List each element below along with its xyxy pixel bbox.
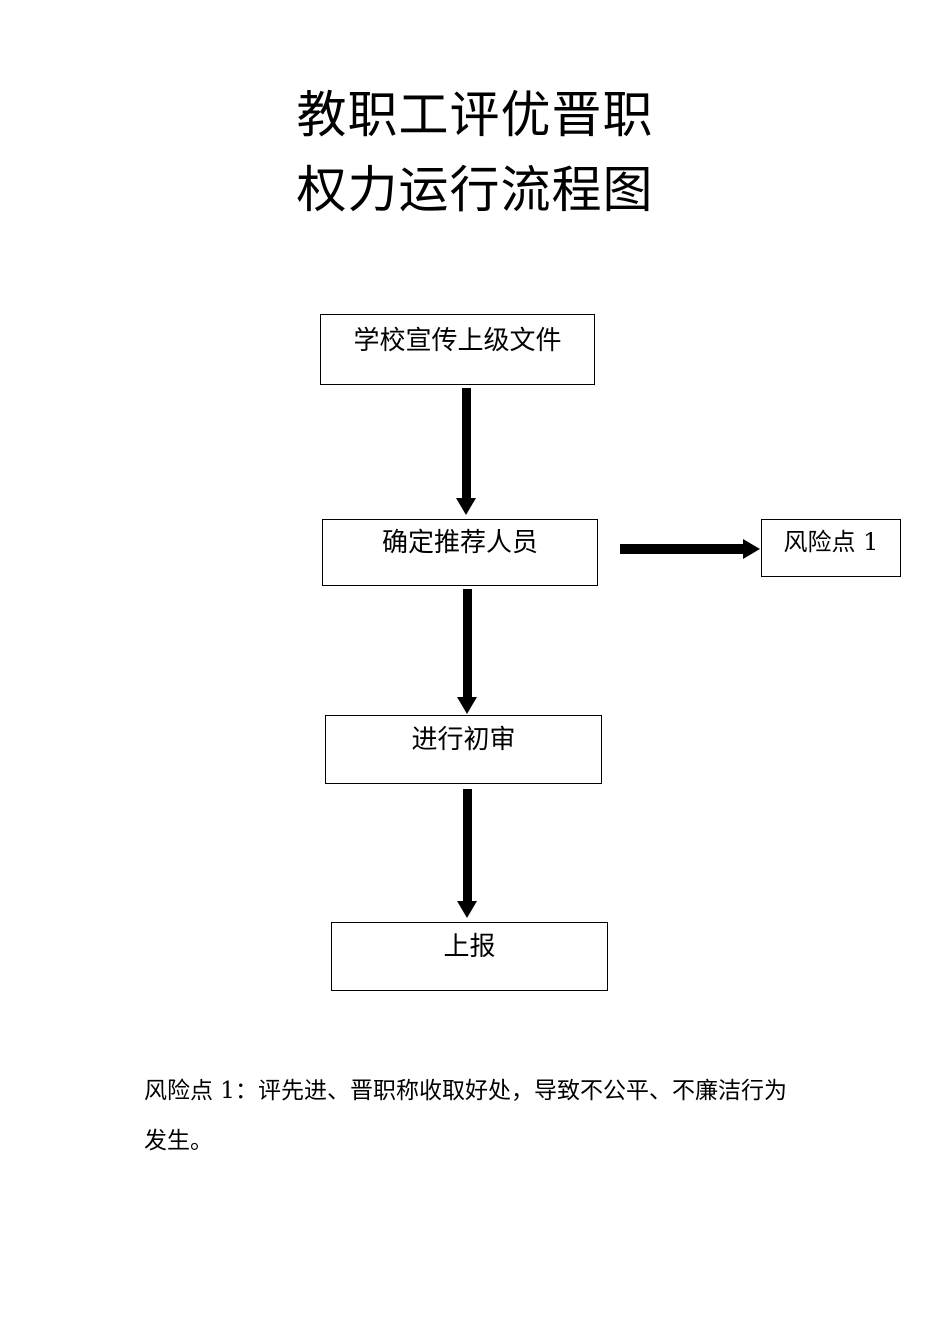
flow-node-recommend-label: 确定推荐人员 — [381, 528, 538, 558]
flow-node-risk-point-1: 风险点 1 — [761, 519, 901, 577]
risk-point-footnote-line-1: 风险点 1：评先进、晋职称收取好处，导致不公平、不廉洁行为 — [144, 1078, 787, 1104]
flow-node-notice-label: 学校宣传上级文件 — [353, 326, 562, 356]
flow-node-recommend: 确定推荐人员 — [322, 519, 598, 586]
flow-node-notice: 学校宣传上级文件 — [320, 314, 595, 385]
page-title-line-1: 教职工评优晋职 — [296, 86, 654, 144]
page-title: 教职工评优晋职 权力运行流程图 — [0, 78, 950, 228]
arrow-head — [456, 498, 476, 515]
arrow-shaft — [620, 544, 745, 554]
flow-node-risk-point-1-label: 风险点 1 — [783, 528, 879, 556]
risk-point-footnote-line-2: 发生。 — [144, 1128, 213, 1154]
arrow-shaft — [462, 789, 472, 903]
arrow-head — [457, 697, 477, 714]
flow-node-report: 上报 — [331, 922, 608, 991]
arrow-shaft — [461, 388, 471, 500]
page-title-line-2: 权力运行流程图 — [296, 161, 654, 219]
flow-node-report-label: 上报 — [443, 932, 496, 962]
flow-node-review: 进行初审 — [325, 715, 602, 784]
flow-node-review-label: 进行初审 — [411, 725, 516, 755]
arrow-head — [743, 539, 760, 559]
arrow-head — [457, 901, 477, 918]
arrow-shaft — [462, 589, 472, 699]
risk-point-footnote: 风险点 1：评先进、晋职称收取好处，导致不公平、不廉洁行为 发生。 — [144, 1066, 844, 1166]
